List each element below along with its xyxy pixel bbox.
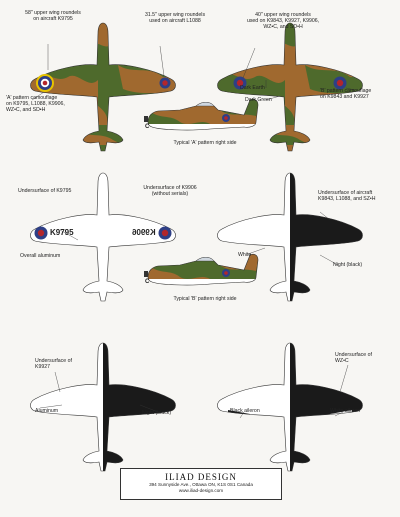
label-under-k9927: Undersurface of K9927: [35, 358, 72, 370]
leader-lines: [31, 44, 356, 419]
squadron-letter-a: C: [145, 124, 150, 130]
label-under-wzc: Undersurface of WZ•C: [335, 352, 372, 364]
label-under-k9906: Undersurface of K9906 (without serials): [143, 185, 197, 197]
upper-surface-pattern-a: [30, 22, 176, 152]
upper-surface-pattern-b: [217, 22, 363, 152]
serial-left: K9795: [50, 228, 74, 237]
label-pattern-a: 'A' pattern camouflage on K9795, L1088, …: [6, 95, 65, 113]
label-white-aileron: White aileron: [330, 408, 361, 414]
label-dark-earth: Dark Earth: [240, 85, 265, 91]
roundel-31: [159, 77, 171, 89]
label-night-black: Night (black): [333, 262, 363, 268]
label-under-k9795: Undersurface of K9795: [18, 188, 72, 194]
label-overall-aluminum: Overall aluminum: [20, 253, 61, 259]
label-night-black-2: Night (black): [142, 410, 172, 416]
label-roundel-31: 31.5" upper wing roundels used on aircra…: [144, 12, 206, 24]
squadron-letter-b: C: [145, 279, 150, 285]
label-black-aileron: Black aileron: [230, 408, 260, 414]
brand-address: 394 Sunnyside Ave., Ottawa ON, K1S 0S1 C…: [149, 482, 253, 487]
label-aluminum: Aluminum: [35, 408, 59, 414]
label-dark-green: Dark Green: [245, 97, 272, 103]
label-roundel-40: 40" upper wing roundels used on K9843, K…: [246, 12, 320, 30]
undersurface-split: [217, 172, 363, 302]
label-roundel-58: 58" upper wing roundels on aircraft K979…: [25, 10, 81, 22]
undersurface-k9927: [30, 342, 176, 472]
serial-right: K9906: [132, 228, 156, 237]
label-under-aircraft: Undersurface of aircraft K9843, L1088, a…: [318, 190, 376, 202]
label-typical-a: Typical 'A' pattern right side: [173, 140, 237, 146]
undersurface-aluminum: [30, 172, 176, 302]
brand-name: ILIAD DESIGN: [165, 472, 237, 482]
label-pattern-b: 'B' pattern camouflage on K9843 and K992…: [320, 88, 372, 100]
label-typical-b: Typical 'B' pattern right side: [173, 296, 237, 302]
brand-website[interactable]: www.iliad-design.com: [178, 488, 224, 493]
label-white: White: [238, 252, 252, 258]
footer-box: ILIAD DESIGN 394 Sunnyside Ave., Ottawa …: [120, 468, 282, 500]
roundel-58: [36, 74, 54, 92]
